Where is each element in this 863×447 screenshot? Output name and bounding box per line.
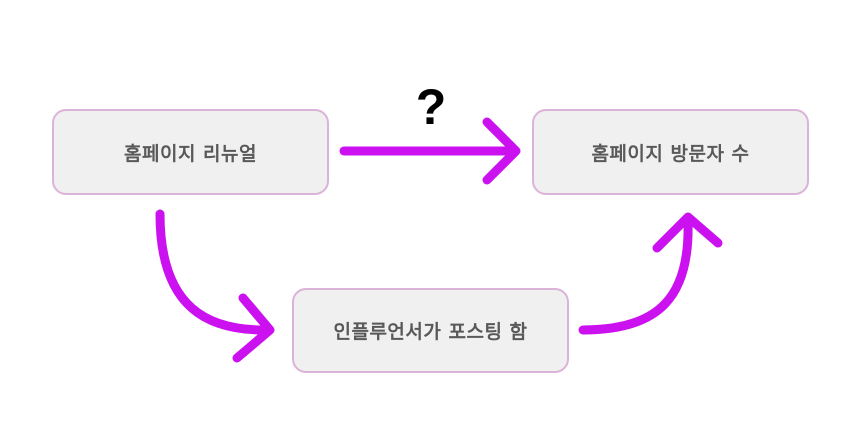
node-homepage-renewal: 홈페이지 리뉴얼 (52, 109, 329, 195)
node-label: 홈페이지 방문자 수 (591, 142, 750, 165)
node-influencer-posting: 인플루언서가 포스팅 함 (292, 288, 569, 373)
question-mark: ? (415, 79, 447, 135)
curved-arrow-up (578, 212, 723, 335)
node-label: 홈페이지 리뉴얼 (124, 142, 257, 165)
direct-arrow (339, 117, 521, 185)
node-label: 인플루언서가 포스팅 함 (333, 321, 528, 343)
curved-arrow-down (155, 209, 275, 363)
node-homepage-visitors: 홈페이지 방문자 수 (532, 109, 809, 195)
